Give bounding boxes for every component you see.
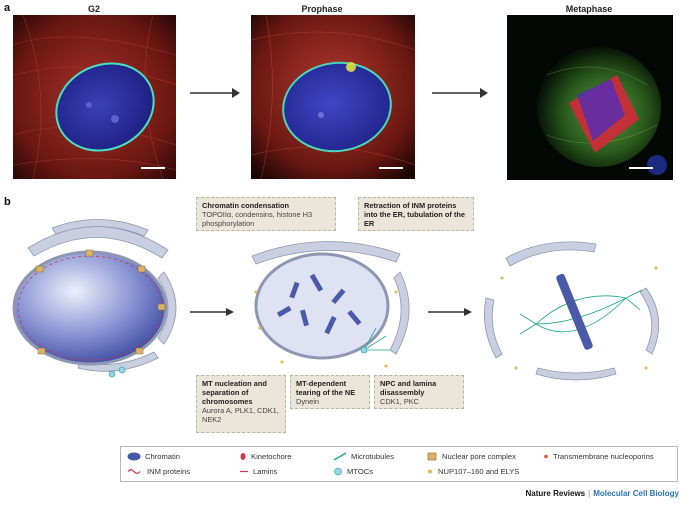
- stage-label-metaphase: Metaphase: [565, 4, 613, 14]
- er-membranes: [27, 219, 177, 372]
- legend-label-nup107: NUP107–160 and ELYS: [438, 467, 520, 476]
- note-mt-tearing-title: MT-dependent tearing of the NE: [296, 379, 356, 397]
- legend-item-nuclear-pore: Nuclear pore complex: [426, 452, 516, 461]
- note-chromatin-title: Chromatin condensation: [202, 201, 290, 210]
- legend-label-inm-proteins: INM proteins: [147, 467, 191, 476]
- nuclear-pore-icon: [427, 452, 437, 461]
- g2-micrograph: [13, 15, 176, 179]
- mtoc-pair: [108, 366, 126, 378]
- prophase-schematic: [251, 241, 410, 368]
- arrow-b-1: [190, 308, 234, 316]
- arrow-g2-to-prophase: [190, 88, 240, 98]
- note-npc-title: NPC and lamina disassembly: [380, 379, 437, 397]
- metaphase-schematic: [483, 241, 660, 381]
- arrow-b-2: [428, 308, 472, 316]
- note-mt-tearing: MT-dependent tearing of the NE Dynein: [290, 375, 370, 409]
- note-mt-tearing-body: Dynein: [296, 397, 320, 406]
- legend-label-transmembrane-nucleoporins: Transmembrane nucleoporins: [553, 452, 654, 461]
- arrow-prophase-to-metaphase: [432, 88, 488, 98]
- panel-a-letter: a: [4, 2, 11, 14]
- legend-item-chromatin: Chromatin: [127, 452, 180, 461]
- nup107-icon: [428, 469, 432, 474]
- note-inm-title: Retraction of INM proteins into the ER, …: [364, 201, 465, 228]
- g2-schematic: [12, 219, 177, 378]
- lamin-icon: [240, 470, 248, 473]
- note-npc-body: CDK1, PKC: [380, 397, 420, 406]
- legend-item-mtocs: MTOCs: [333, 467, 373, 476]
- note-chromatin-condensation: Chromatin condensation TOPOIIα, condensi…: [196, 197, 336, 231]
- condensed-chromosomes: [276, 273, 362, 335]
- legend-item-nup107: NUP107–160 and ELYS: [426, 467, 519, 476]
- credit-brand: Nature Reviews: [525, 489, 586, 498]
- legend-label-kinetochore: Kinetochore: [251, 452, 292, 461]
- stage-label-g2: G2: [87, 4, 100, 14]
- legend-label-nuclear-pore: Nuclear pore complex: [442, 452, 516, 461]
- note-chromatin-body: TOPOIIα, condensins, histone H3 phosphor…: [202, 210, 313, 228]
- legend-label-lamins: Lamins: [253, 467, 278, 476]
- legend-label-chromatin: Chromatin: [145, 452, 181, 461]
- metaphase-plate: [556, 273, 593, 350]
- legend-label-mtocs: MTOCs: [347, 467, 374, 476]
- note-mt-nucleation: MT nucleation and separation of chromoso…: [196, 375, 286, 433]
- nuclear-pores: [35, 249, 166, 355]
- inm-protein-icon: [127, 469, 141, 474]
- transmembrane-nucleoporin-icon: [544, 454, 548, 459]
- panel-b-letter: b: [4, 196, 11, 208]
- note-mt-nucleation-body: Aurora A, PLK1, CDK1, NEK2: [202, 406, 279, 424]
- legend-item-microtubules: Microtubules: [333, 452, 394, 461]
- microtubule-icon: [333, 452, 347, 461]
- prophase-micrograph: [251, 15, 415, 179]
- legend-item-lamins: Lamins: [239, 467, 277, 476]
- metaphase-micrograph: [507, 15, 673, 180]
- legend-label-microtubules: Microtubules: [351, 452, 395, 461]
- note-mt-nucleation-title: MT nucleation and separation of chromoso…: [202, 379, 267, 406]
- kinetochore-icon: [240, 453, 246, 460]
- chromatin-icon: [127, 452, 141, 461]
- credit-separator: |: [588, 489, 591, 498]
- prophase-nucleus: [254, 252, 390, 360]
- legend-item-transmembrane-nucleoporins: Transmembrane nucleoporins: [543, 452, 654, 461]
- legend-item-kinetochore: Kinetochore: [239, 452, 292, 461]
- stage-label-prophase: Prophase: [301, 4, 343, 14]
- legend-item-inm-proteins: INM proteins: [127, 467, 190, 476]
- mtoc-icon: [334, 467, 342, 476]
- note-npc-disassembly: NPC and lamina disassembly CDK1, PKC: [374, 375, 464, 409]
- journal-credit: Nature Reviews|Molecular Cell Biology: [526, 489, 679, 498]
- note-inm-retraction: Retraction of INM proteins into the ER, …: [358, 197, 474, 231]
- credit-journal: Molecular Cell Biology: [593, 489, 679, 498]
- legend: Chromatin Kinetochore Microtubules Nucle…: [120, 446, 678, 482]
